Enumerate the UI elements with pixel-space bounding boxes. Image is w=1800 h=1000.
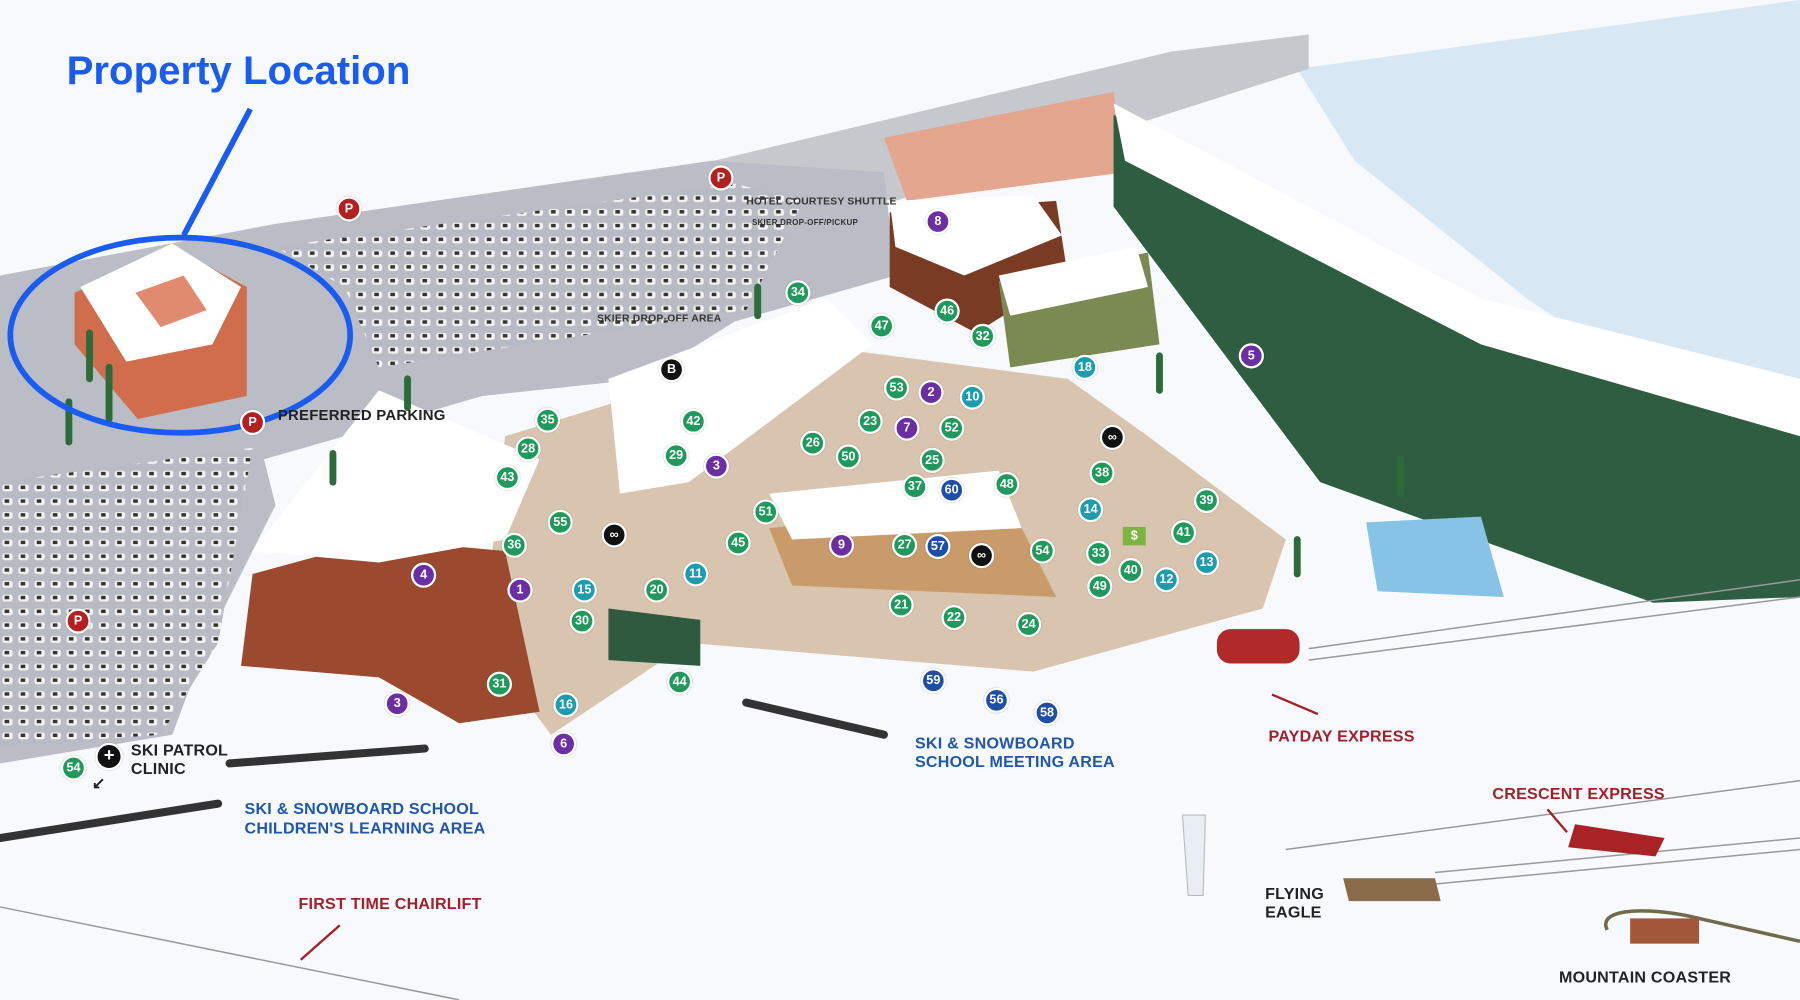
childrens-area-label-2: CHILDREN'S LEARNING AREA	[244, 818, 486, 837]
map-marker[interactable]: 31	[486, 671, 513, 697]
map-marker[interactable]: 1	[507, 577, 533, 603]
meeting-area-label-2: SCHOOL MEETING AREA	[914, 751, 1115, 771]
crescent-express-label: CRESCENT EXPRESS	[1492, 784, 1665, 803]
flying-eagle-label: FLYING EAGLE	[1265, 883, 1324, 921]
restroom-icon[interactable]: ∞	[1099, 424, 1126, 451]
map-marker[interactable]: 38	[1089, 460, 1115, 486]
map-marker[interactable]: 4	[410, 562, 437, 588]
payday-lift-station	[1216, 629, 1300, 664]
map-marker[interactable]: 21	[888, 592, 914, 618]
map-marker[interactable]: 3	[703, 453, 729, 479]
map-marker[interactable]: 14	[1077, 497, 1104, 523]
map-marker[interactable]: 49	[1087, 574, 1113, 600]
map-marker[interactable]: 23	[857, 408, 883, 434]
map-marker[interactable]: 3	[384, 691, 410, 717]
map-marker[interactable]: 57	[925, 533, 951, 560]
lift-cables	[0, 579, 1800, 1000]
map-marker[interactable]: 13	[1193, 549, 1220, 576]
map-marker[interactable]: 26	[800, 430, 826, 456]
map-marker[interactable]: 11	[683, 561, 709, 587]
map-marker[interactable]: 29	[663, 443, 689, 469]
map-marker[interactable]: 12	[1153, 567, 1179, 593]
pool	[1366, 516, 1504, 597]
map-marker[interactable]: 48	[994, 471, 1020, 498]
arrow-left-icon: ↙	[91, 773, 106, 793]
atm-icon[interactable]: $	[1122, 526, 1146, 546]
map-marker[interactable]: 56	[983, 687, 1010, 713]
restroom-icon[interactable]: ∞	[601, 522, 627, 548]
map-marker[interactable]: 58	[1034, 700, 1060, 726]
map-marker[interactable]: 9	[828, 532, 855, 558]
map-marker[interactable]: 43	[494, 464, 521, 491]
map-marker[interactable]: 40	[1118, 557, 1144, 584]
skier-dropoff-pickup-label: SKIER DROP-OFF/PICKUP	[751, 219, 859, 228]
map-marker[interactable]: 60	[939, 477, 965, 503]
map-marker[interactable]: 2	[918, 379, 944, 406]
crescent-lift-station	[1568, 824, 1665, 857]
ski-patrol-clinic-label: SKI PATROL CLINIC	[130, 740, 228, 778]
map-marker[interactable]: 41	[1170, 520, 1197, 546]
hotel-shuttle-label: HOTEL COURTESY SHUTTLE	[746, 195, 897, 207]
map-marker[interactable]: 32	[970, 323, 996, 349]
map-marker[interactable]: 53	[883, 375, 910, 401]
payday-express-label: PAYDAY EXPRESS	[1268, 726, 1415, 746]
first-time-chairlift-label: FIRST TIME CHAIRLIFT	[298, 894, 482, 913]
first-aid-icon: +	[95, 742, 123, 771]
map-marker[interactable]: 39	[1193, 487, 1220, 514]
map-marker[interactable]: 52	[939, 415, 965, 441]
preferred-parking-label: PREFERRED PARKING	[277, 406, 446, 424]
map-marker[interactable]: 20	[644, 577, 670, 603]
map-marker[interactable]: 37	[902, 474, 928, 500]
parking-icon[interactable]: P	[239, 409, 266, 436]
map-marker[interactable]: 54	[60, 755, 87, 781]
map-marker[interactable]: 59	[920, 668, 946, 694]
map-marker[interactable]: 24	[1015, 611, 1042, 638]
property-location-circle	[7, 234, 354, 436]
map-marker[interactable]: 6	[551, 731, 577, 757]
parking-icon[interactable]: P	[708, 165, 734, 191]
map-marker[interactable]: 42	[680, 408, 707, 434]
skier-dropoff-area-label: SKIER DROP-OFF AREA	[596, 312, 722, 324]
map-marker[interactable]: 50	[835, 444, 861, 470]
map-marker[interactable]: 10	[959, 384, 985, 410]
mountain-coaster-label: MOUNTAIN COASTER	[1558, 967, 1732, 987]
map-marker[interactable]: 5	[1238, 343, 1264, 369]
map-marker[interactable]: 30	[569, 608, 595, 634]
map-marker[interactable]: 8	[925, 208, 951, 235]
map-marker[interactable]: 18	[1072, 354, 1098, 380]
map-marker[interactable]: 7	[894, 415, 920, 441]
parking-icon[interactable]: P	[336, 196, 362, 222]
map-marker[interactable]: 44	[666, 669, 693, 695]
map-marker[interactable]: 46	[934, 298, 960, 324]
map-marker[interactable]: 35	[534, 407, 561, 433]
map-marker[interactable]: 22	[941, 604, 967, 631]
magic-carpets	[0, 698, 888, 843]
map-marker[interactable]: 34	[785, 280, 811, 306]
map-marker[interactable]: 51	[753, 499, 779, 525]
map-marker[interactable]: 27	[891, 532, 918, 558]
map-marker[interactable]: 47	[869, 313, 895, 339]
map-marker[interactable]: 15	[571, 577, 597, 603]
property-pointer-line	[181, 107, 253, 237]
map-marker[interactable]: 54	[1029, 538, 1056, 564]
map-marker[interactable]: 33	[1086, 540, 1112, 566]
meeting-area-label-1: SKI & SNOWBOARD	[914, 733, 1075, 752]
parking-icon[interactable]: P	[65, 608, 91, 634]
childrens-area-label-1: SKI & SNOWBOARD SCHOOL	[244, 799, 480, 818]
map-marker[interactable]: 45	[725, 530, 751, 556]
map-marker[interactable]: 55	[547, 509, 573, 535]
map-marker[interactable]: 36	[501, 532, 527, 558]
bus-stop-icon[interactable]: B	[658, 357, 685, 383]
map-marker[interactable]: 28	[515, 436, 541, 462]
property-location-title: Property Location	[66, 48, 411, 93]
map-marker[interactable]: 25	[919, 447, 945, 473]
restroom-icon[interactable]: ∞	[968, 543, 995, 569]
map-marker[interactable]: 16	[553, 692, 579, 718]
